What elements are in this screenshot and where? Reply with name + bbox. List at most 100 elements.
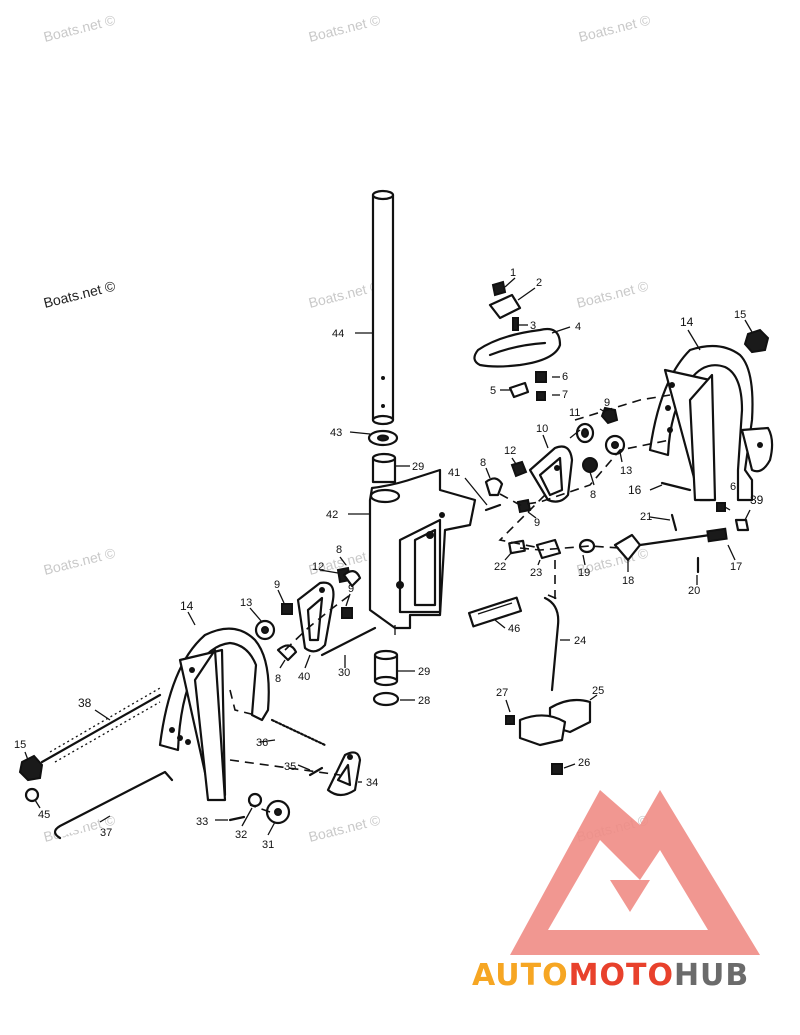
callout-29: 29 (418, 666, 430, 678)
callout-39: 39 (750, 493, 764, 507)
screw-8-upper-left (342, 570, 362, 588)
leader-lines (24, 277, 753, 836)
nut-6-right (716, 502, 726, 512)
callout-2: 2 (536, 277, 542, 289)
callout-8: 8 (336, 544, 342, 556)
callout-46: 46 (508, 623, 520, 635)
callout-24: 24 (574, 635, 586, 647)
callout-37: 37 (100, 827, 112, 839)
watermark: Boats.net © (577, 11, 653, 44)
clamp-25 (518, 698, 592, 747)
brand-text: AUTOMOTOHUB (472, 958, 749, 993)
o-ring-28 (372, 691, 400, 707)
pin-33 (228, 815, 246, 822)
washer-13-right (604, 434, 626, 456)
callout-21: 21 (640, 511, 652, 523)
callout-15: 15 (734, 309, 746, 321)
nut-15-left (18, 754, 44, 782)
callout-43: 43 (330, 427, 342, 439)
callout-11: 11 (569, 407, 580, 419)
handle-rod-37 (53, 770, 174, 840)
callout-31: 31 (262, 839, 274, 851)
nut-27 (505, 715, 515, 725)
nut-39 (734, 518, 750, 532)
callout-29: 29 (412, 461, 424, 473)
callout-3: 3 (530, 320, 536, 332)
callout-7: 7 (562, 389, 568, 401)
pin-35 (308, 766, 324, 777)
bushing-29-lower (373, 649, 399, 687)
pin-22 (508, 539, 526, 555)
screw-8-center (484, 477, 504, 497)
logo-triangle-icon (510, 790, 760, 955)
watermark: Boats.net © (307, 11, 383, 44)
lever-34 (326, 751, 362, 797)
callout-38: 38 (78, 696, 92, 710)
tilt-lock-group (473, 280, 562, 401)
callout-13: 13 (620, 465, 632, 477)
callout-14: 14 (680, 315, 694, 329)
logo-inner-triangle-icon (610, 880, 650, 912)
nut-9-left-upper (281, 603, 293, 615)
callout-8: 8 (480, 457, 486, 469)
knob-31 (265, 799, 291, 825)
callout-5: 5 (490, 385, 496, 397)
callout-12: 12 (312, 561, 324, 573)
automotohub-logo: AUTOMOTOHUB (472, 790, 760, 993)
nut-9-left-lower (341, 607, 353, 619)
clamp-bracket-14-left (158, 627, 270, 802)
watermark: Boats.net © (307, 277, 383, 310)
callout-8: 8 (275, 673, 281, 685)
decal-46 (467, 596, 523, 628)
pin-30 (320, 626, 377, 657)
spring-41 (484, 503, 502, 512)
callout-8: 8 (590, 489, 596, 501)
watermark: Boats.net © (575, 277, 651, 310)
knob-11 (575, 422, 595, 444)
screw-8-lower-left (276, 644, 298, 662)
clamp-screw-38 (40, 687, 162, 764)
callout-23: 23 (530, 567, 542, 579)
callout-13: 13 (240, 597, 252, 609)
callout-28: 28 (418, 695, 430, 707)
callout-16: 16 (628, 483, 642, 497)
callout-9: 9 (348, 583, 354, 595)
screw-8-right (582, 457, 598, 473)
callout-44: 44 (332, 328, 344, 340)
screw-32 (247, 792, 263, 808)
watermark: Boats.net © (42, 544, 118, 577)
callout-15: 15 (14, 739, 26, 751)
washer-45 (24, 787, 40, 803)
callout-6: 6 (562, 371, 568, 383)
bushing-29-upper (371, 452, 397, 484)
callout-19: 19 (578, 567, 590, 579)
callout-17: 17 (730, 561, 742, 573)
callout-1: 1 (510, 267, 516, 279)
plate-40 (296, 581, 335, 653)
callout-20: 20 (688, 585, 700, 597)
nut-26 (551, 763, 563, 775)
callout-6: 6 (730, 481, 736, 493)
callout-33: 33 (196, 816, 208, 828)
watermark: Boats.net © (42, 11, 118, 44)
watermark: Boats.net © (42, 277, 118, 310)
watermark: Boats.net © (307, 811, 383, 844)
steering-tube-44 (371, 189, 395, 426)
nut-9-center (516, 498, 532, 514)
callout-9: 9 (604, 397, 610, 409)
callout-14: 14 (180, 599, 194, 613)
callout-42: 42 (326, 509, 338, 521)
link-rod-24 (543, 596, 560, 692)
washer-43 (367, 429, 399, 447)
callout-41: 41 (448, 467, 460, 479)
callout-27: 27 (496, 687, 508, 699)
callout-35: 35 (284, 761, 296, 773)
spring-36 (270, 718, 327, 747)
washer-13-left (254, 619, 276, 641)
assembly-lines (229, 394, 671, 813)
callout-22: 22 (494, 561, 506, 573)
callout-25: 25 (592, 685, 604, 697)
callout-10: 10 (536, 423, 548, 435)
